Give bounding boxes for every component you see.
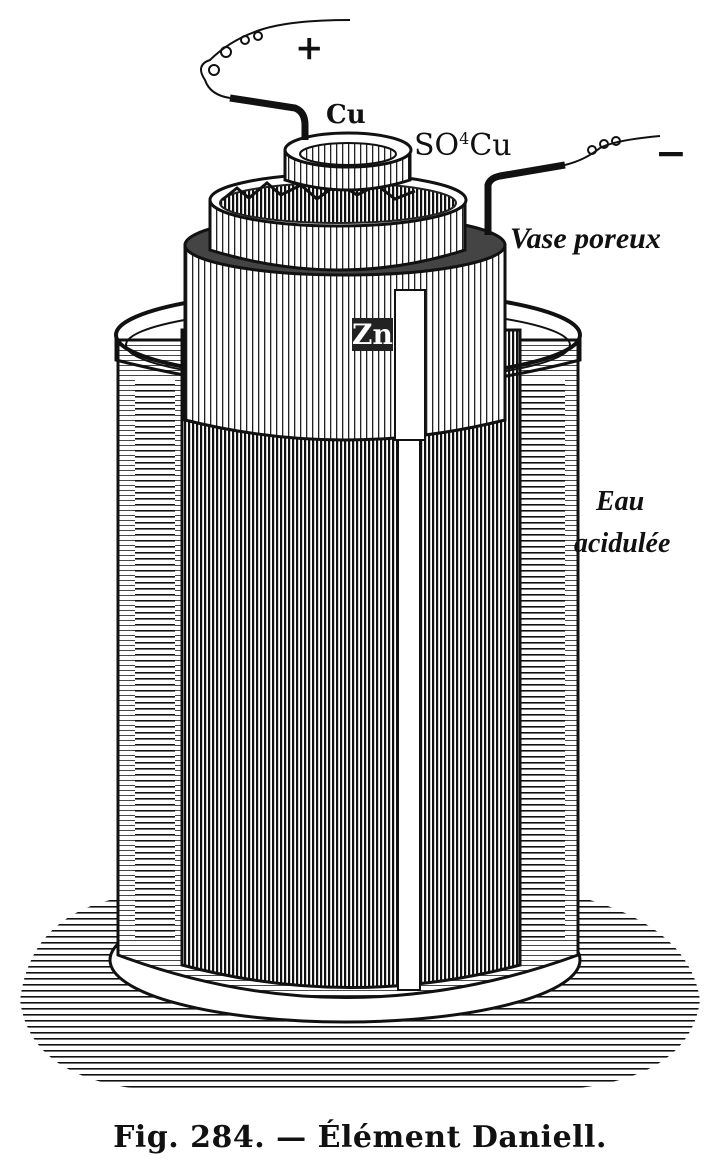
zinc-cylinder [180,328,522,991]
porous-vase-label: Vase poreux [510,222,661,255]
figure-caption: Fig. 284. — Élément Daniell. [113,1120,607,1155]
copper-label: Cu [326,100,366,130]
positive-sign-label: + [295,28,324,68]
copper-sulfate-label: SO4Cu [414,128,512,163]
copper-sulfate-formula: SO [414,128,460,163]
negative-sign-label: − [655,130,687,175]
acid-water-label-line2: acidulée [574,528,671,559]
positive-terminal-wire [200,19,351,140]
acid-water-label-line1: Eau [596,486,645,517]
copper-cylinder [208,131,468,272]
negative-terminal-wire [484,135,661,235]
copper-sulfate-formula-end: Cu [469,128,512,163]
copper-sulfate-subscript: 4 [459,129,470,148]
zinc-label: Zn [352,318,393,351]
